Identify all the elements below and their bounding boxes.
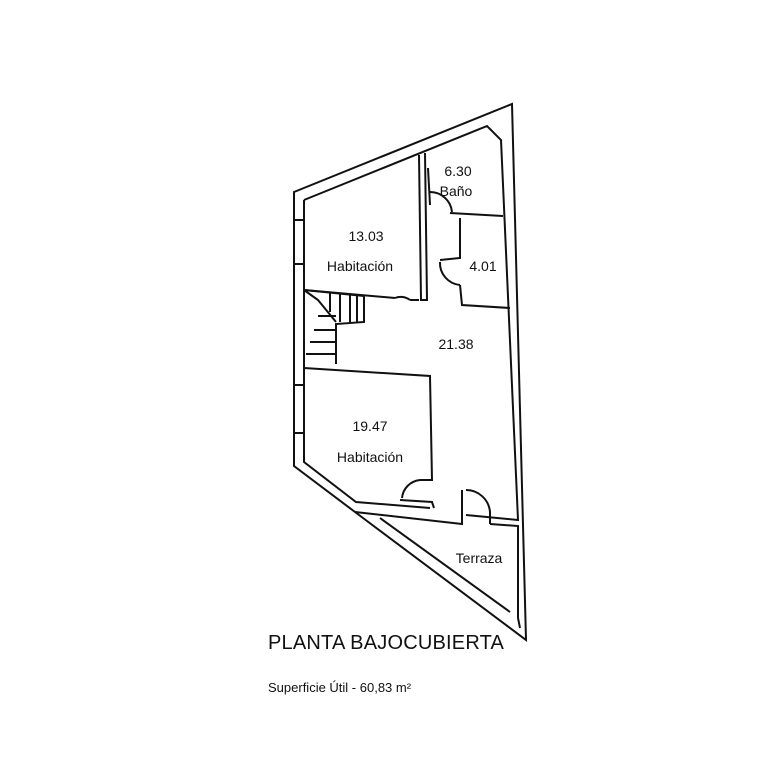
room-area-closet: 4.01 xyxy=(469,258,497,274)
terrace-walls xyxy=(354,490,521,629)
room-area-bedroom-1: 13.03 xyxy=(348,228,384,244)
doors xyxy=(394,190,491,524)
room-name-bathroom: Baño xyxy=(439,183,473,199)
staircase xyxy=(303,289,365,364)
room-area-bedroom-2: 19.47 xyxy=(352,418,388,434)
windows xyxy=(293,219,305,434)
room-area-hall: 21.38 xyxy=(438,336,474,352)
room-name-terrace: Terraza xyxy=(455,550,503,566)
plan-surface: Superficie Útil - 60,83 m² xyxy=(268,680,412,695)
room-name-bedroom-1: Habitación xyxy=(326,258,394,274)
room-name-bedroom-2: Habitación xyxy=(336,449,404,465)
plan-title: PLANTA BAJOCUBIERTA xyxy=(268,632,505,654)
room-area-bathroom: 6.30 xyxy=(444,163,472,179)
